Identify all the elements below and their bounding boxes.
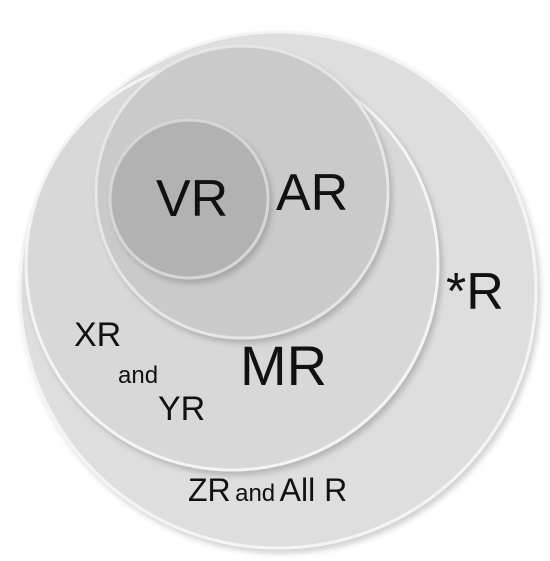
label-ar: AR (276, 164, 349, 222)
label-yr: YR (158, 390, 206, 428)
label-and-zr: and (235, 480, 276, 507)
label-vr: VR (156, 170, 229, 228)
label-xr: XR (74, 316, 122, 354)
label-zr-and-all-r: ZR and All R (188, 474, 347, 506)
label-mr: MR (240, 334, 328, 397)
label-star-r: *R (446, 263, 504, 321)
label-and-xr-yr: and (118, 362, 159, 389)
circle-vr (108, 118, 270, 280)
label-all-r: All R (279, 472, 348, 508)
label-zr: ZR (188, 472, 231, 508)
